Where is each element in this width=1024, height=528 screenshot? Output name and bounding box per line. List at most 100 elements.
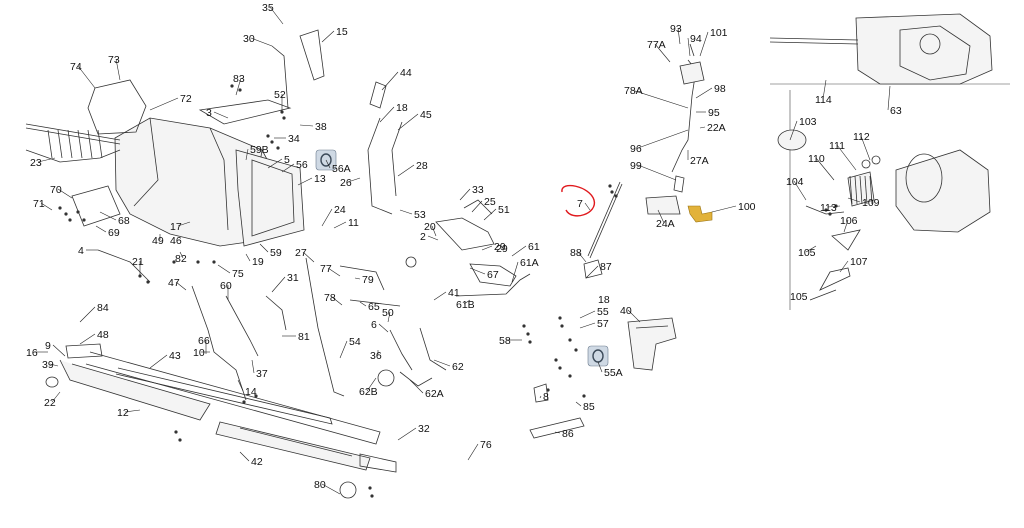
callout-61: 61 [528,241,540,253]
leader-11 [333,221,347,229]
callout-112: 112 [853,131,870,143]
callout-39: 39 [42,359,54,371]
bolt-dot-18 [558,316,562,320]
leader-17 [177,221,191,227]
tube-22 [59,359,211,421]
shifter-end-99 [673,175,685,193]
gear-tooth-3 [864,175,868,205]
leader-85 [575,401,582,407]
callout-8: 8 [543,391,549,403]
bolt-dot-36 [254,394,258,398]
callout-43: 43 [169,350,181,362]
leader-43 [149,354,168,369]
callout-5: 5 [284,154,290,166]
bolt-dot-40 [238,88,242,92]
cable-7 [587,181,621,257]
callout-82: 82 [175,253,187,265]
callout-29-repeat-3: 29 [496,243,508,255]
shifter-head-101 [679,61,705,85]
callout-49: 49 [152,235,164,247]
bracket-40 [627,317,677,371]
leader-62A [409,379,424,394]
leader-42 [239,451,250,462]
callout-32: 32 [418,423,430,435]
callout-99: 99 [630,160,642,172]
leader-87 [585,265,599,279]
bolt-dot-0 [58,206,62,210]
callout-26: 26 [340,177,352,189]
leader-80 [321,483,341,495]
callout-84: 84 [97,302,109,314]
leader-18 [379,106,395,123]
leader-88 [577,251,587,263]
callout-107: 107 [850,256,868,268]
callout-24: 24 [334,204,346,216]
callout-75: 75 [232,268,244,280]
bolt-dot-7 [172,260,176,264]
leader-101 [699,31,709,57]
bolt-dot-1 [64,212,68,216]
callout-46: 46 [170,235,182,247]
leader-72 [149,97,179,111]
callout-11: 11 [348,217,359,229]
callout-30: 30 [243,33,255,45]
leader-75 [217,264,231,274]
callout-40: 40 [620,305,632,317]
clamp-62b [377,369,395,387]
sender-88 [533,383,549,403]
callout-27: 27 [295,247,307,259]
callout-22: 22 [44,397,56,409]
callout-16: 16 [26,347,38,359]
callout-111: 111 [829,140,845,152]
rail-42-slot [239,427,353,457]
bolt-dot-3 [76,210,80,214]
callout-61A: 61A [520,257,539,269]
leader-93 [677,27,681,45]
leader-38 [299,124,314,127]
leader-61B [463,299,471,305]
leader-53 [399,209,413,215]
callout-24A: 24A [656,218,675,230]
shaft-upper [25,123,121,141]
clip-87 [583,259,603,279]
leader-24 [321,208,333,227]
bolt-dot-19 [560,324,564,328]
callout-10: 10 [193,347,205,359]
callout-42: 42 [251,456,263,468]
callout-66: 66 [198,335,210,347]
brass-fitting-100 [687,205,713,223]
leader-109 [847,197,861,203]
bolt-dot-34 [178,438,182,442]
shaft-spline-0 [47,129,53,159]
leader-30 [250,37,273,47]
bolt-dot-21 [574,348,578,352]
callout-62: 62 [452,361,464,373]
pin-93 [689,43,695,57]
leader-9 [52,344,66,357]
callout-18: 18 [396,102,408,114]
leader-45 [397,113,419,131]
leader-41 [433,291,447,301]
leader-70 [57,188,73,199]
leader-5 [267,158,283,169]
bolt-dot-26 [582,394,586,398]
leader-67 [469,267,486,275]
grommet-24b [405,256,417,268]
leader-77 [327,267,341,277]
bolt-dot-11 [282,116,286,120]
callout-85: 85 [583,401,595,413]
callout-104: 104 [786,176,804,188]
washer-112 [871,155,881,165]
leader-15 [321,30,335,43]
leader-62B [366,377,377,392]
side-cover-68 [71,185,121,227]
leader-73 [115,58,121,81]
callout-59B: 59B [250,144,269,156]
gear-tooth-2 [859,175,863,205]
callout-86: 86 [562,428,574,440]
callout-41: 41 [448,287,460,299]
shaft-spline-2 [67,129,73,159]
bolt-dot-39 [230,84,234,88]
bolt-dot-37 [368,486,372,490]
callout-20: 20 [424,221,436,233]
